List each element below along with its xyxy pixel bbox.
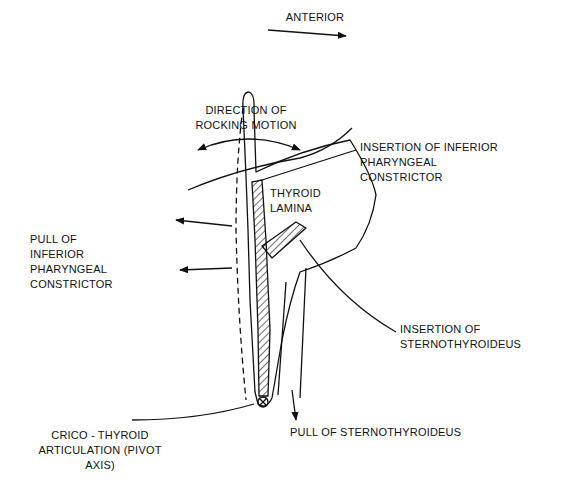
part-label: INSERTION OF STERNOTHYROIDEUS bbox=[400, 322, 550, 352]
pivot-axis bbox=[258, 397, 268, 407]
part-label: PULL OF INFERIOR PHARYNGEAL CONSTRICTOR bbox=[30, 232, 130, 292]
sternothyroid-muscle bbox=[300, 268, 306, 398]
sternothyroid-muscle bbox=[278, 282, 286, 395]
sternothyroid-pull-arrow bbox=[292, 390, 296, 420]
leader-line bbox=[300, 240, 396, 332]
rocking-arrow bbox=[198, 139, 300, 150]
constrictor-insertion bbox=[252, 180, 270, 396]
displaced-outline bbox=[236, 108, 246, 400]
leader-line bbox=[132, 404, 254, 420]
pivot-axis bbox=[259, 398, 267, 406]
anterior-arrow bbox=[268, 30, 346, 36]
part-label: INSERTION OF INFERIOR PHARYNGEAL CONSTRI… bbox=[360, 140, 505, 185]
leader-line bbox=[262, 150, 356, 180]
thyroid-lamina-outline bbox=[243, 92, 376, 406]
part-label: CRICO - THYROID ARTICULATION (PIVOT AXIS… bbox=[30, 428, 170, 473]
part-label: ANTERIOR bbox=[270, 10, 360, 25]
part-label: PULL OF STERNOTHYROIDEUS bbox=[290, 425, 490, 440]
part-label: DIRECTION OF ROCKING MOTION bbox=[186, 103, 306, 133]
sternothyroid-insertion bbox=[262, 222, 306, 258]
part-label: THYROID LAMINA bbox=[270, 186, 340, 216]
constrictor-pull-arrow bbox=[180, 268, 232, 270]
constrictor-pull-arrow bbox=[176, 220, 232, 226]
